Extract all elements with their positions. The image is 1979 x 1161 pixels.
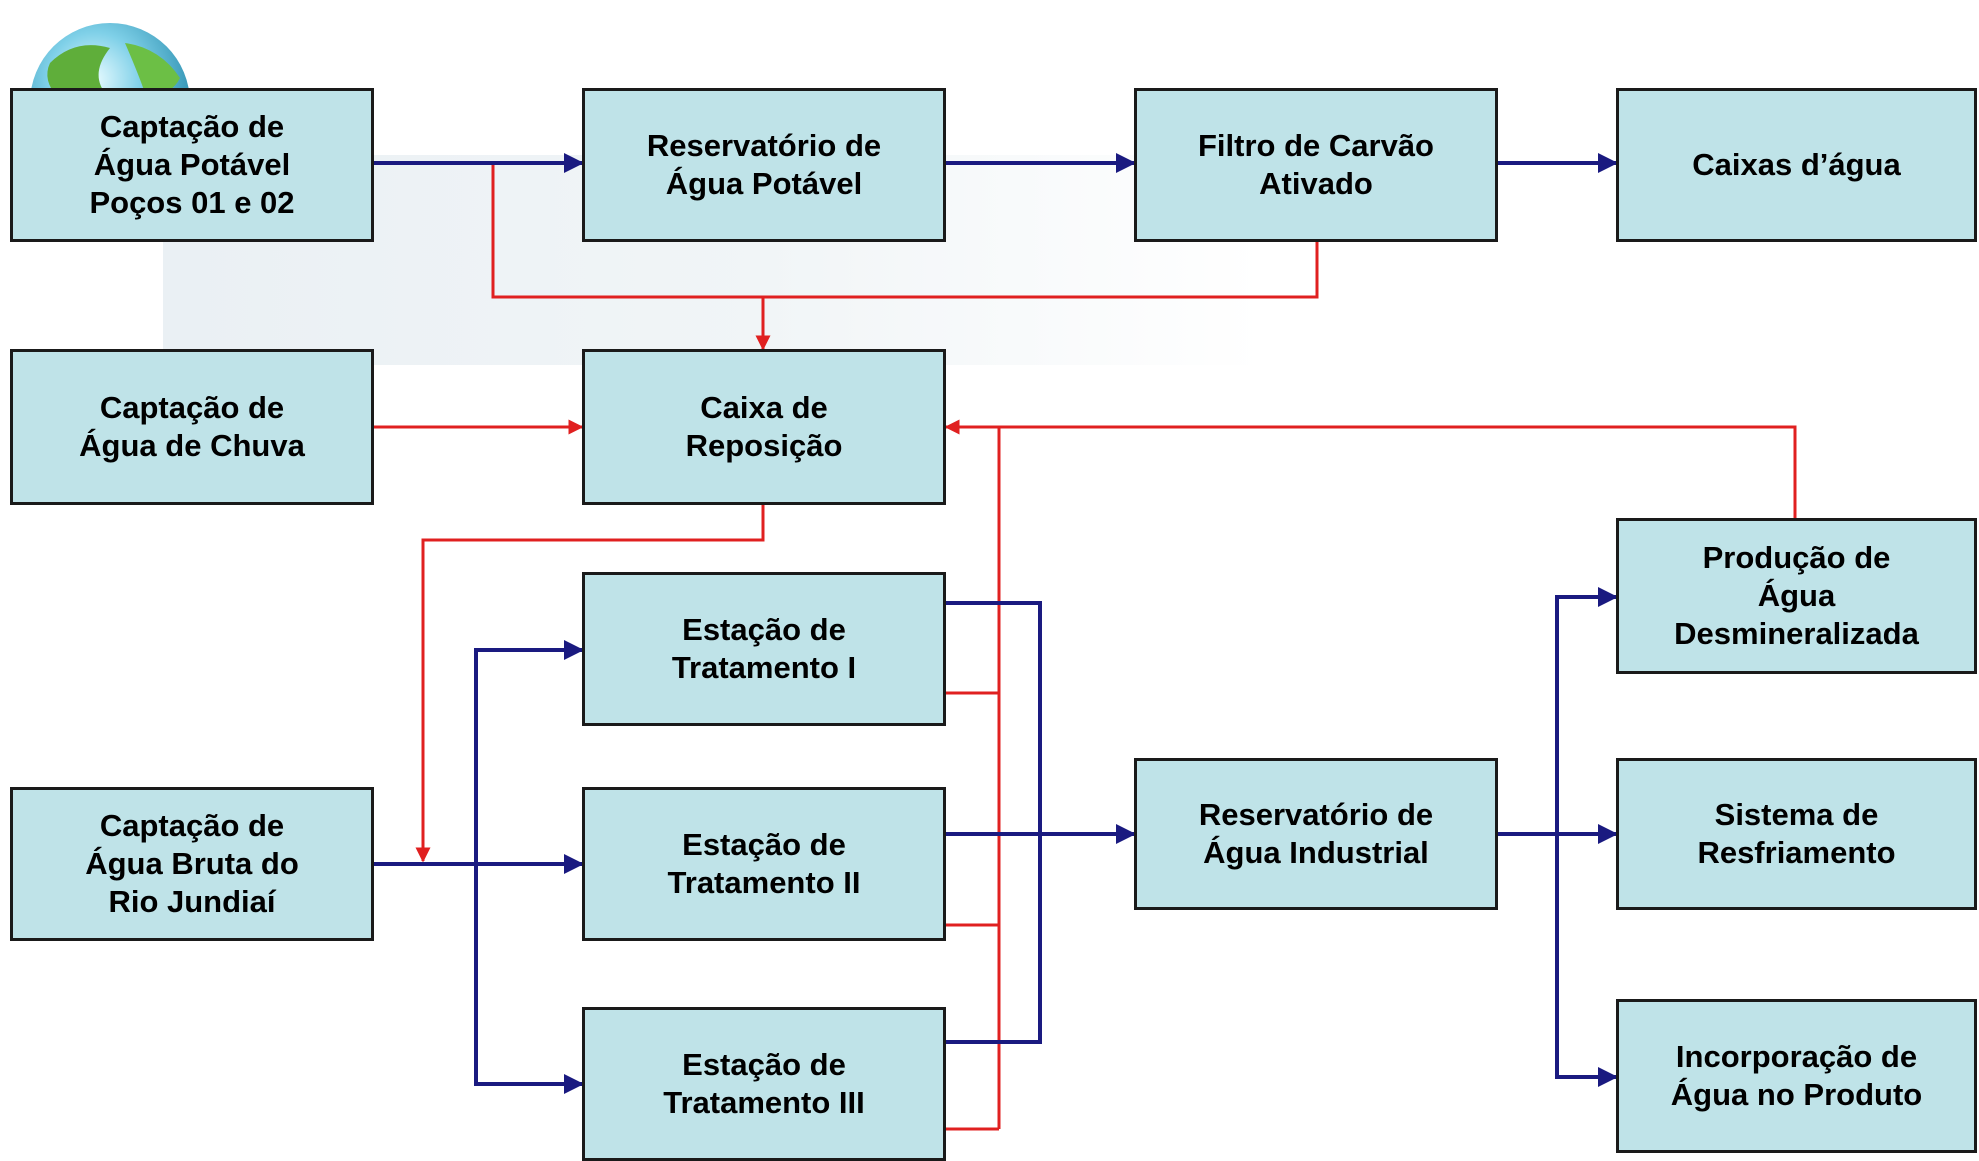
flow-bruta-to-estacao-3 [474, 864, 584, 1094]
node-label: Estação de Tratamento II [667, 827, 861, 900]
node-label: Estação de Tratamento I [671, 612, 857, 685]
node-estacao-tratamento-1: Estação de Tratamento I [582, 572, 946, 726]
flow-industrial-to-produto [1555, 834, 1618, 1087]
node-captacao-agua-bruta: Captação de Água Bruta do Rio Jundiaí [10, 787, 374, 941]
node-label: Reservatório de Água Potável [646, 128, 882, 201]
node-label: Captação de Água Potável Poços 01 e 02 [89, 109, 295, 220]
flow-estacao-1-collector [946, 601, 1042, 1044]
node-producao-agua-desmineralizada: Produção de Água Desmineralizada [1616, 518, 1977, 674]
flow-bruta-to-estacao-1 [474, 640, 584, 864]
node-estacao-tratamento-3: Estação de Tratamento III [582, 1007, 946, 1161]
node-sistema-resfriamento: Sistema de Resfriamento [1616, 758, 1977, 910]
node-label: Captação de Água de Chuva [79, 390, 305, 463]
node-caixas-dagua: Caixas d’água [1616, 88, 1977, 242]
node-estacao-tratamento-2: Estação de Tratamento II [582, 787, 946, 941]
reuse-line-desmineralizada [944, 419, 1797, 518]
node-label: Filtro de Carvão Ativado [1198, 128, 1434, 201]
node-label: Sistema de Resfriamento [1697, 797, 1896, 870]
node-label: Estação de Tratamento III [663, 1047, 865, 1120]
node-filtro-carvao-ativado: Filtro de Carvão Ativado [1134, 88, 1498, 242]
node-label: Captação de Água Bruta do Rio Jundiaí [85, 808, 299, 919]
node-label: Reservatório de Água Industrial [1198, 797, 1434, 870]
node-captacao-agua-potavel: Captação de Água Potável Poços 01 e 02 [10, 88, 374, 242]
node-label: Produção de Água Desmineralizada [1674, 540, 1919, 651]
node-reservatorio-agua-potavel: Reservatório de Água Potável [582, 88, 946, 242]
reuse-line-reposicao-to-bruta [415, 505, 765, 863]
node-incorporacao-agua-produto: Incorporação de Água no Produto [1616, 999, 1977, 1153]
node-label: Caixa de Reposição [685, 390, 843, 463]
flow-industrial-to-desmineralizada [1555, 587, 1618, 834]
node-captacao-agua-chuva: Captação de Água de Chuva [10, 349, 374, 505]
node-label: Caixas d’água [1692, 147, 1901, 182]
node-caixa-reposicao: Caixa de Reposição [582, 349, 946, 505]
node-label: Incorporação de Água no Produto [1670, 1039, 1923, 1112]
reuse-line-potavel-to-reposicao [491, 163, 1319, 299]
node-reservatorio-agua-industrial: Reservatório de Água Industrial [1134, 758, 1498, 910]
